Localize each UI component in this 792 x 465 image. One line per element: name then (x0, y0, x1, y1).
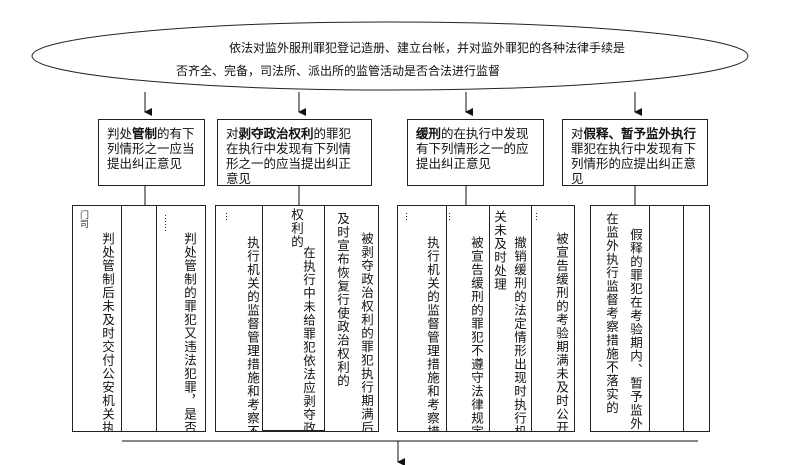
g4-col-2 (649, 205, 684, 432)
g4-col-1-text: 在监外执行监督考察措施不落实的 (604, 212, 619, 415)
g4-col-1: 在监外执行监督考察措施不落实的 假释的罪犯在考验期内、暂予监外的 (590, 205, 650, 432)
g2-col-1: … 执行机关的监督管理措施和考察不落 (215, 205, 267, 432)
box-control-pre: 判处 (107, 126, 133, 141)
g2-col-1-top: … (223, 212, 233, 221)
box-probation-post: 的在执行中发现有下列情形之一的应提出纠正意见 (416, 126, 529, 171)
g2-col-2-text: 在执行中未给罪犯依法应剥夺政治 (301, 246, 316, 431)
g3-col-2: … 被宣告缓刑的罪犯不遵守法律规定 (446, 205, 490, 432)
g3-col-4-text: 被宣告缓刑的考验期满未及时公开 (554, 232, 569, 432)
box-deprivation-post: 的罪犯在执行中发现有下列情形之一的应当提出纠正意见 (226, 126, 352, 186)
g1-col-1-top: 门司 (78, 210, 88, 228)
box-deprivation-pre: 对 (226, 126, 239, 141)
box-control: 判处管制的有下列情形之一应当提出纠正意见 (98, 119, 205, 186)
g1-col-3-top: …… (162, 214, 172, 232)
box-parole-bold: 假释、暂予监外执行 (583, 126, 697, 141)
supervision-ellipse (31, 21, 749, 91)
box-parole: 对假释、暂予监外执行罪犯在执行中发现有下列情形的应提出纠正意见 (562, 119, 708, 186)
g3-col-4: … 被宣告缓刑的考验期满未及时公开 (531, 205, 575, 432)
g1-col-1: 门司 判处管制后未及时交付公安机关执行 (72, 205, 122, 432)
box-control-bold: 管制 (132, 126, 158, 141)
box-probation-bold: 缓刑 (416, 126, 442, 141)
g3-col-3-top: 关未及时处理 (492, 210, 507, 291)
g1-col-1-text: 判处管制后未及时交付公安机关执行 (100, 232, 115, 432)
g2-col-2-top: 权利的 (289, 208, 304, 249)
box-control-post: 的有下列情形之一应当提出纠正意见 (107, 126, 195, 171)
box-parole-pre: 对 (571, 126, 584, 141)
g3-col-1-text: 执行机关的监督管理措施和考察措 (425, 236, 440, 432)
g3-col-2-text: 被宣告缓刑的罪犯不遵守法律规定 (469, 236, 484, 432)
g3-col-1-top: … (403, 212, 413, 221)
ellipse-text-line1: 依法对监外服刑罪犯登记造册、建立台帐，并对监外罪犯的各种法律手续是 (229, 41, 626, 55)
g2-col-1-text: 执行机关的监督管理措施和考察不落 (245, 236, 260, 432)
g3-col-4-top: … (533, 212, 543, 221)
g3-col-2-top: … (446, 212, 456, 221)
box-deprivation-bold: 剥夺政治权利 (238, 126, 314, 141)
g4-col-2-text: 假释的罪犯在考验期内、暂予监外的 (628, 228, 643, 432)
box-parole-post: 罪犯在执行中发现有下列情形的应提出纠正意见 (571, 141, 697, 186)
g2-col-3-text: 及时宣布恢复行使政治权利的 (335, 212, 350, 388)
g3-col-1: … 执行机关的监督管理措施和考察措 (397, 205, 447, 432)
g2-col-3: 及时宣布恢复行使政治权利的 被剥夺政治权利的罪犯执行期满后未 (321, 205, 379, 432)
g4-col-3 (683, 205, 710, 432)
g2-col-4-text: 被剥夺政治权利的罪犯执行期满后未 (359, 232, 374, 432)
g3-col-3-text: 撤销缓刑的法定情形出现时执行机 (512, 236, 527, 432)
g2-overlay-box: 权利的 在执行中未给罪犯依法应剥夺政治 (262, 205, 325, 431)
box-deprivation: 对剥夺政治权利的罪犯在执行中发现有下列情形之一的应当提出纠正意见 (217, 119, 372, 186)
g1-col-2 (121, 205, 157, 432)
g1-col-3-text: 判处管制的罪犯又违法犯罪，是否依 (182, 232, 197, 432)
box-probation: 缓刑的在执行中发现有下列情形之一的应提出纠正意见 (407, 119, 544, 186)
ellipse-text-line2: 否齐全、完备，司法所、派出所的监管活动是否合法进行监督 (176, 64, 501, 78)
g3-col-3: 关未及时处理 撤销缓刑的法定情形出现时执行机 (489, 205, 532, 432)
g1-col-3: …… 判处管制的罪犯又违法犯罪，是否依 (156, 205, 206, 432)
